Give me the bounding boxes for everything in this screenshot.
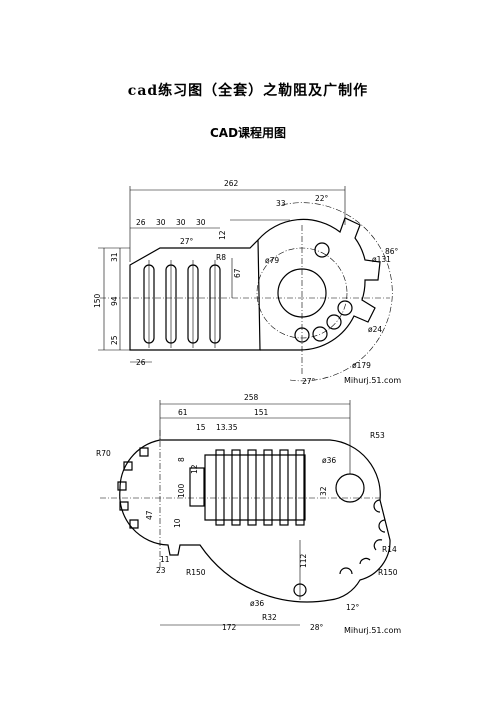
dim-r150: R150 [186,568,206,577]
dim-30: 30 [196,218,206,227]
dim-phi79: ø79 [265,256,279,265]
dim-26: 26 [136,218,146,227]
dim-258: 258 [244,393,259,402]
dim-151: 151 [254,408,269,417]
comb-tooth [279,449,289,526]
dim-100: 100 [177,483,186,498]
dim-11: 11 [160,555,170,564]
dim-13-35: 13.35 [216,423,238,432]
dim-angle-22: 22° [315,194,329,203]
dim-25: 25 [110,335,119,345]
hole [337,300,353,316]
dim-33: 33 [276,199,286,208]
comb-tooth [263,449,273,526]
dim-r14: R14 [382,545,397,554]
dim-23: 23 [156,566,166,575]
lever-outline [119,439,391,603]
dim-30: 30 [176,218,186,227]
watermark: Mihurj.51.com [344,376,401,385]
hole [314,242,330,258]
scallops [339,499,386,575]
dim-10: 10 [173,518,182,528]
document-title: cad练习图（全套）之勒阻及广制作 [127,83,369,99]
gear-teeth [117,447,149,529]
dim-262: 262 [224,179,239,188]
dim-phi36: ø36 [322,456,336,465]
document-subtitle: CAD课程用图 [209,126,287,140]
dim-31: 31 [110,252,119,262]
comb-tooth [231,449,241,526]
dim-phi24: ø24 [368,325,382,334]
dim-12: 12 [218,230,227,240]
dim-angle-27b: 27° [302,377,316,386]
comb-tooth [247,449,257,526]
outer-arc [281,202,393,382]
dim-r32: R32 [262,613,277,622]
comb-tooth [295,449,305,526]
dim-r53: R53 [370,431,385,440]
dim-8: 8 [177,457,186,462]
plate-outline [129,238,261,351]
dim-67: 67 [233,268,242,278]
dim-12: 12 [190,464,199,474]
dim-angle-27: 27° [180,237,194,246]
hole [312,326,328,342]
dim-61: 61 [178,408,188,417]
dim-172: 172 [222,623,237,632]
drawing-2: 258 61 151 15 13.35 R53 R70 8 12 ø36 100… [96,393,401,635]
dim-r8: R8 [216,253,226,262]
dim-phi179: ø179 [352,361,371,370]
dim-30: 30 [156,218,166,227]
dim-32: 32 [319,486,328,496]
comb-tooth [215,449,225,526]
drawing-1: 262 26 30 30 30 33 22° 27° 12 R8 150 31 … [93,179,401,386]
dim-112: 112 [299,553,308,568]
dim-150: 150 [93,293,102,308]
dim-phi36b: ø36 [250,599,264,608]
dim-phi131: ø131 [372,255,391,264]
watermark: Mihurj.51.com [344,626,401,635]
dim-26b: 26 [136,358,146,367]
dim-15: 15 [196,423,206,432]
side-slot [189,467,205,507]
dim-angle-86: 86° [385,247,399,256]
dim-47: 47 [145,510,154,520]
dim-r150b: R150 [378,568,398,577]
dim-94: 94 [110,296,119,306]
comb-frame [204,454,306,521]
dim-28: 28° [310,623,324,632]
hole [326,314,342,330]
gear-disk [257,217,381,351]
dim-r70: R70 [96,449,111,458]
dim-12b: 12° [346,603,360,612]
